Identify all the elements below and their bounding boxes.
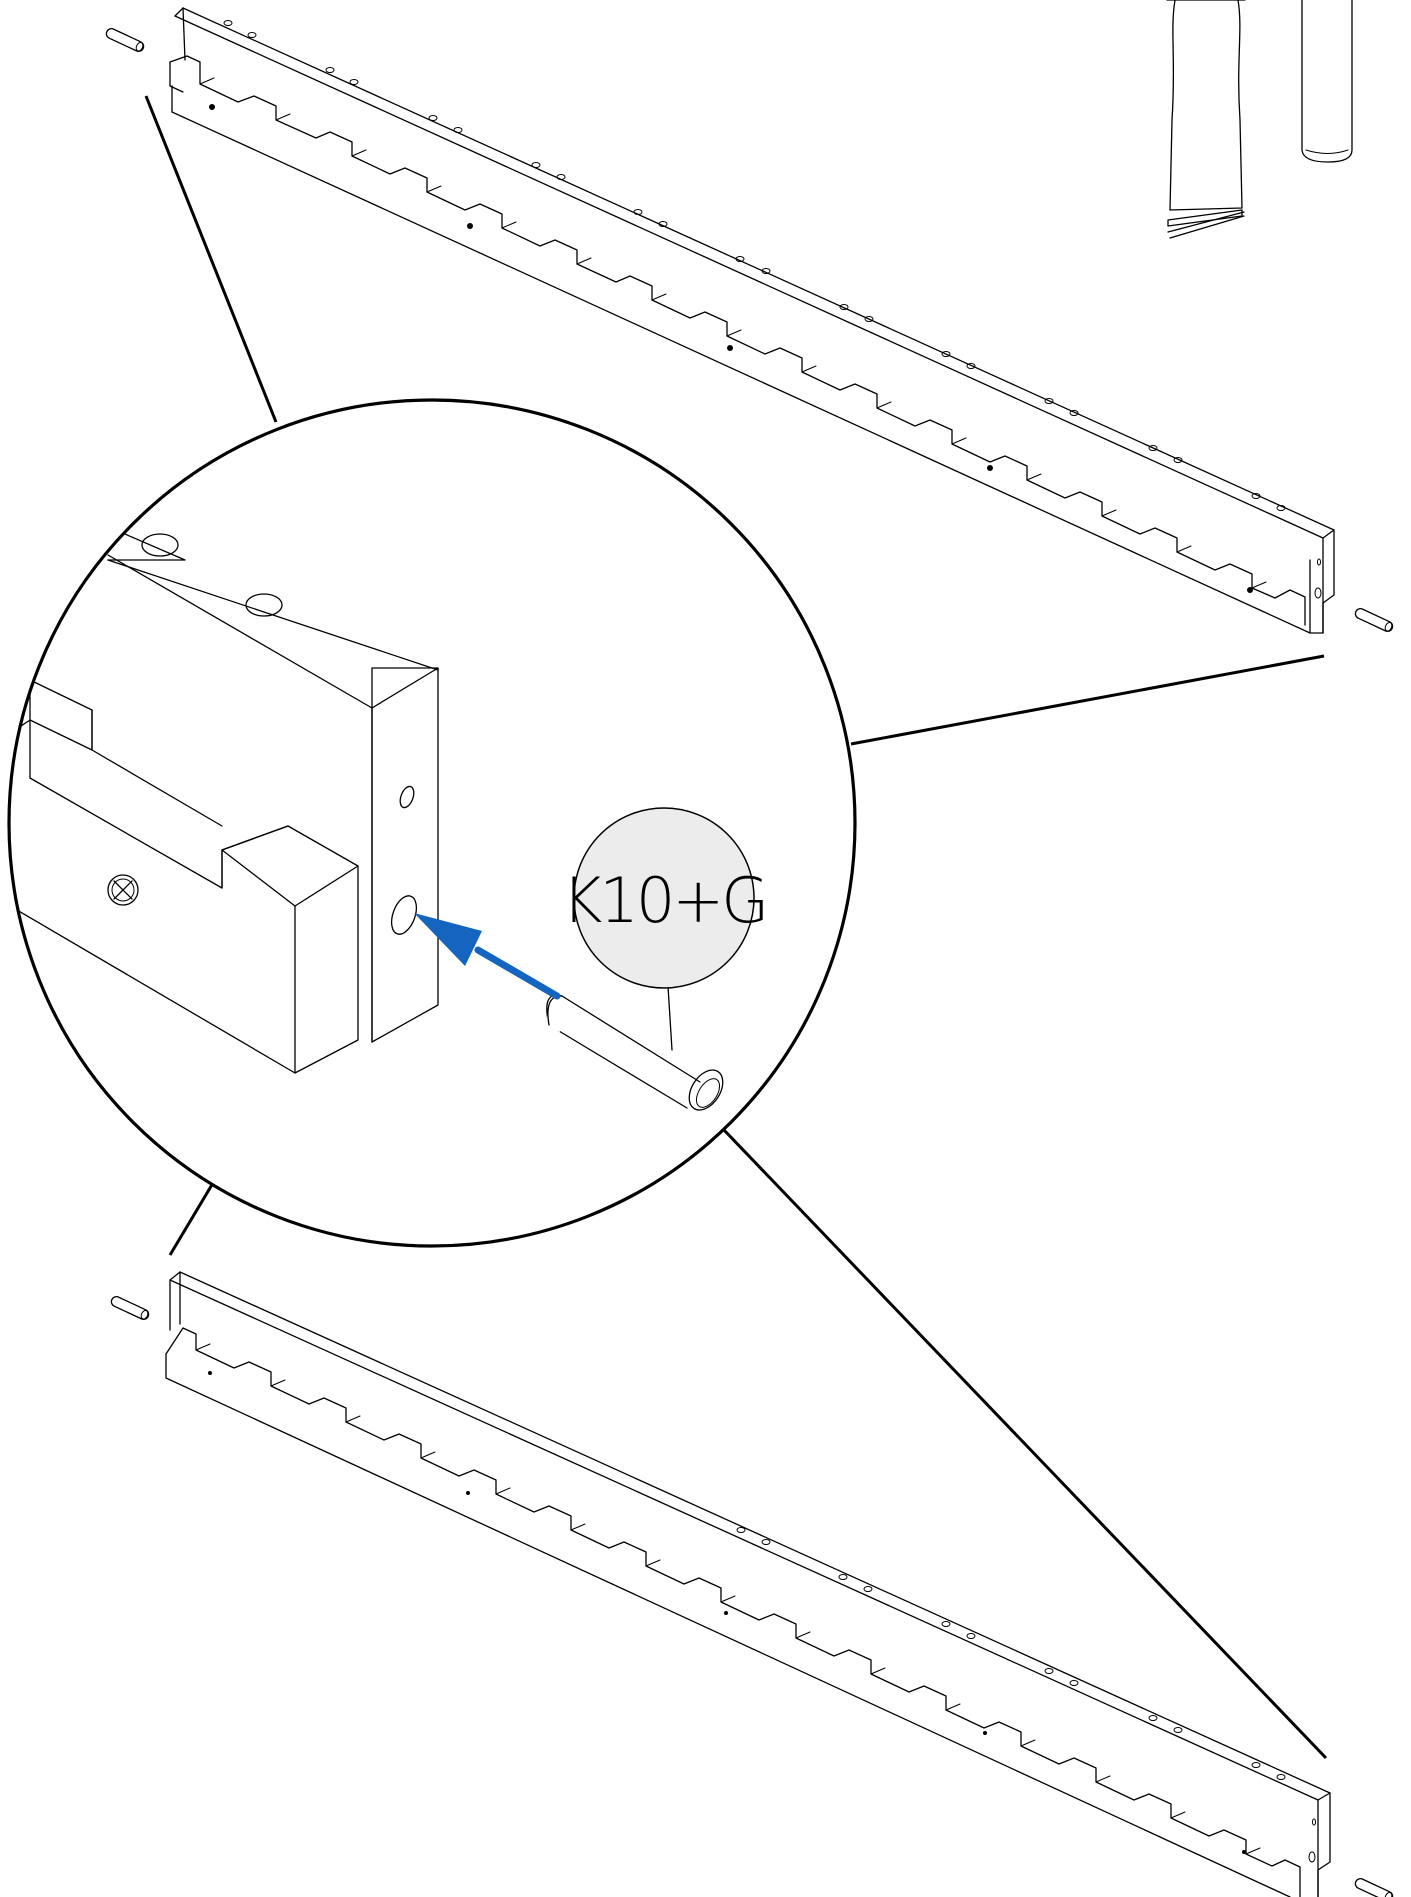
- dowel-pin-icon: [1354, 1878, 1394, 1897]
- dowel-insert: [546, 994, 724, 1111]
- dowel-rod-icon: [1301, 0, 1353, 163]
- tools-illustration: [1166, 0, 1353, 239]
- dowel-pin-icon: [1354, 608, 1394, 632]
- glue-tube-icon: [1166, 0, 1246, 239]
- dowel-pin-icon: [110, 1296, 150, 1320]
- bottom-rail: [165, 1271, 1331, 1897]
- dowel-pin-icon: [105, 28, 145, 52]
- screw-icon: [107, 874, 139, 906]
- detail-magnifier: [7, 398, 857, 1248]
- top-rail: [169, 7, 1335, 634]
- callout-label: K10+G: [562, 864, 767, 937]
- insertion-arrow-icon: [414, 913, 561, 1000]
- detail-leader-lines: [144, 95, 1328, 1760]
- callout-bubble: K10+G: [562, 807, 769, 1051]
